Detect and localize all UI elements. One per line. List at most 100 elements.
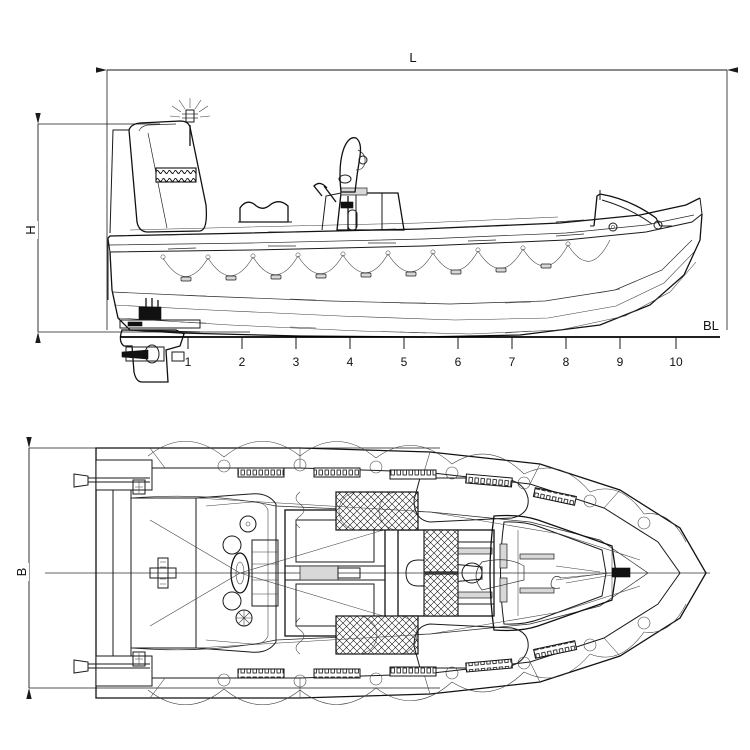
rope-fender-arcs-plan — [147, 440, 687, 706]
throttle-lever — [323, 185, 337, 203]
steering-wheel-plan — [230, 552, 250, 594]
bow-davit-assembly — [590, 190, 672, 232]
console-pedestal — [347, 209, 358, 231]
station-label-7: 7 — [509, 355, 516, 369]
grabrail-bottom-2 — [313, 668, 361, 679]
helm-plan-group — [149, 515, 401, 627]
davit-arm — [599, 193, 661, 227]
grabrail-bottom-5 — [533, 640, 578, 659]
rope-arcs-bottom — [147, 603, 687, 706]
beacon-lamp-body — [185, 109, 195, 123]
helm-sight-lines — [149, 519, 401, 627]
bow-rail-bottom — [519, 587, 555, 594]
transom-assembly — [73, 459, 197, 687]
bow-cabin-body — [489, 514, 617, 632]
grabrail-top-2 — [313, 467, 361, 478]
side-lounge-pads — [295, 477, 529, 669]
stern-bollard — [149, 557, 177, 589]
helm-console — [313, 137, 405, 231]
cabin-aft-wall — [109, 129, 129, 234]
helm-seat-plan-right — [222, 591, 242, 611]
deck-cleat-aft-left — [132, 479, 146, 495]
grabrail-bottom-4 — [465, 658, 513, 673]
lounge-pad-top — [413, 477, 529, 523]
cabin-inner-edge — [138, 123, 177, 132]
bow-locker — [457, 541, 495, 605]
station-label-9: 9 — [617, 355, 624, 369]
cabin-door-right — [499, 577, 508, 603]
grabrail-bottom-3 — [389, 666, 437, 677]
profile-view: L H — [23, 50, 738, 383]
control-handle — [313, 182, 328, 197]
grabrail-top-3 — [389, 469, 437, 480]
lounge-pad-bottom — [413, 623, 529, 669]
length-dimension: L — [96, 50, 738, 330]
deck-edge-line — [129, 216, 559, 231]
propeller-blade — [121, 349, 149, 360]
beam-dimension: B — [14, 437, 440, 699]
mast-beacon-light — [169, 98, 211, 146]
bow-berth-cushion — [475, 559, 525, 591]
outrigger-handle-bottom — [73, 659, 150, 674]
grabrail-top-1 — [237, 467, 285, 478]
console-seat-aft — [295, 583, 375, 627]
plan-view: B — [14, 437, 710, 706]
bench-seat-cushion — [239, 201, 289, 223]
beam-label-backdrop — [14, 563, 29, 581]
console-dash-plan — [299, 565, 339, 581]
console-group-plan — [284, 509, 386, 637]
drive-bracket-plate — [119, 319, 201, 329]
bow-eye-fitting — [611, 567, 631, 578]
height-label-backdrop — [23, 221, 38, 239]
rope-fender-arcs-profile — [160, 239, 611, 282]
drive-leg-housing — [119, 329, 185, 383]
stern-corner-left — [95, 459, 153, 491]
bow-rail-top — [519, 553, 555, 560]
stern-corner-right — [95, 655, 153, 687]
cabin-vent-louvers — [155, 167, 197, 183]
station-label-3: 3 — [293, 355, 300, 369]
inner-liner-outline — [130, 495, 649, 651]
helm-pedestal-plan — [251, 539, 279, 607]
compass-binnacle — [239, 515, 257, 533]
station-label-5: 5 — [401, 355, 408, 369]
helm-seat-headrest — [355, 149, 366, 171]
grabrail-top-5 — [532, 487, 577, 506]
grabrail-panels — [237, 467, 578, 679]
steering-wheel — [338, 174, 352, 184]
length-dimension-label: L — [409, 50, 416, 65]
outrigger-handle-top — [73, 473, 150, 488]
rubbing-strake-lower — [107, 197, 703, 253]
outer-collar-outline — [95, 447, 707, 699]
baseline-label: BL — [703, 318, 719, 333]
cushion-panel-top — [335, 491, 419, 531]
cushion-panel-fwd-top — [423, 529, 459, 573]
helm-seat-pivot — [358, 155, 368, 165]
station-label-8: 8 — [563, 355, 570, 369]
helm-seat-backrest — [339, 137, 362, 193]
drive-fin — [171, 351, 185, 362]
station-label-2: 2 — [239, 355, 246, 369]
console-plan-body — [284, 509, 386, 637]
cavitation-plate — [123, 329, 201, 333]
grabrail-top-4 — [465, 473, 513, 488]
beacon-light-rays — [169, 98, 211, 118]
hull-chine-line-lower — [113, 251, 695, 321]
beam-dimension-label: B — [14, 568, 29, 577]
davit-arm-inner — [601, 199, 653, 225]
hatched-cushion-group — [335, 491, 459, 655]
bow-cabin-inner — [500, 521, 607, 625]
station-label-10: 10 — [669, 355, 683, 369]
station-label-6: 6 — [455, 355, 462, 369]
bow-cabin-plan — [457, 514, 631, 632]
rope-arcs-top — [147, 440, 687, 543]
hull-chine-line-upper — [111, 239, 693, 305]
wheelhouse-cabin — [109, 120, 208, 234]
cabin-body — [128, 120, 208, 233]
baseline-group: BL 1 2 3 4 5 6 7 8 — [120, 318, 720, 369]
davit-hook-eye — [653, 220, 663, 230]
engine-well — [131, 497, 197, 649]
station-label-4: 4 — [347, 355, 354, 369]
